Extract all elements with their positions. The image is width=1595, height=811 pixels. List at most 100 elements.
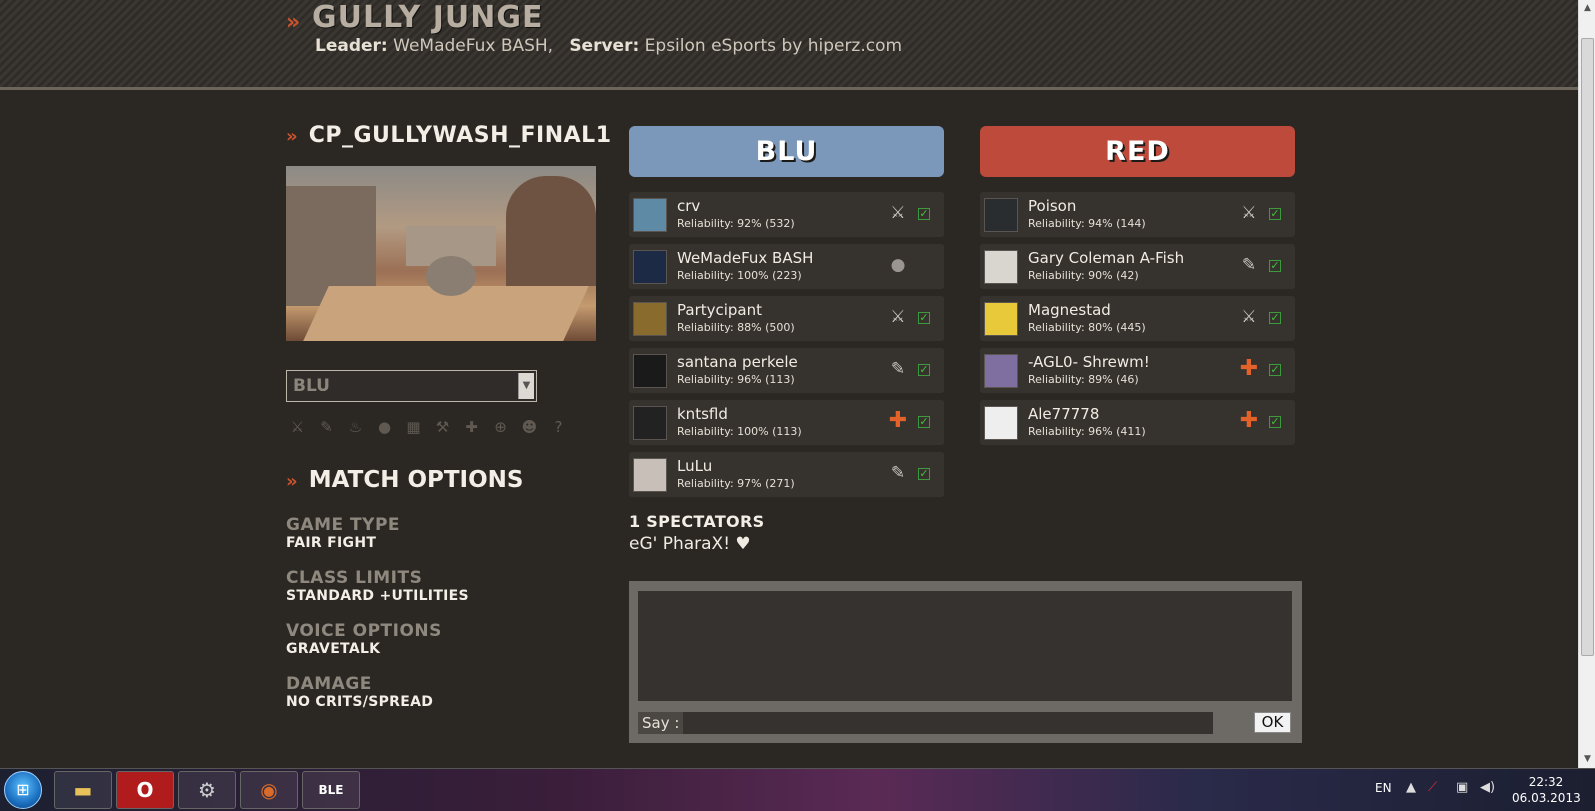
language-indicator[interactable]: EN (1375, 781, 1392, 795)
class-icon-row: ⚔ ✎ ♨ ● ▦ ⚒ ✚ ⊕ ☻ ? (288, 418, 568, 437)
chat-input[interactable] (683, 712, 1213, 734)
map-heading: » CP_GULLYWASH_FINAL1 (286, 123, 612, 148)
match-options-heading: » MATCH OPTIONS (286, 467, 523, 493)
avatar (984, 302, 1018, 336)
scroll-up-icon[interactable]: ▲ (1584, 3, 1591, 13)
option-value: GRAVETALK (286, 641, 381, 657)
demoman-icon: ● (890, 255, 906, 275)
player-row[interactable]: Partycipant Reliability: 88% (500) ⚔ ✓ (629, 296, 944, 341)
player-name[interactable]: santana perkele (677, 353, 798, 371)
windows-explorer-icon[interactable]: ▬ (54, 771, 112, 809)
player-row[interactable]: -AGL0- Shrewm! Reliability: 89% (46) ✚ ✓ (980, 348, 1295, 393)
option-label: DAMAGE (286, 674, 372, 694)
blu-team-button[interactable]: BLU (629, 126, 944, 177)
scrollbar-thumb[interactable] (1581, 38, 1594, 656)
chat-panel: Say : OK (629, 581, 1302, 743)
scout-icon: ⚔ (890, 203, 906, 223)
demoman-icon[interactable]: ● (377, 418, 392, 436)
player-name[interactable]: Ale77778 (1028, 405, 1100, 423)
scroll-down-icon[interactable]: ▼ (1584, 754, 1591, 764)
player-name[interactable]: WeMadeFux BASH (677, 249, 814, 267)
player-name[interactable]: LuLu (677, 457, 713, 475)
opera-icon[interactable]: O (116, 771, 174, 809)
player-reliability: Reliability: 96% (411) (1028, 425, 1146, 438)
spectator-name[interactable]: eG' PharaX! ♥ (629, 534, 751, 554)
team-select-value: BLU (293, 376, 330, 396)
player-name[interactable]: kntsfld (677, 405, 728, 423)
ble-icon[interactable]: BLE (302, 771, 360, 809)
ok-button[interactable]: OK (1254, 712, 1291, 733)
ready-check-icon: ✓ (1269, 207, 1281, 220)
player-name[interactable]: Magnestad (1028, 301, 1111, 319)
system-clock[interactable]: 22:32 06.03.2013 (1512, 774, 1581, 806)
option-class-limits: CLASS LIMITS STANDARD +UTILITIES (286, 568, 469, 604)
avatar (633, 250, 667, 284)
avatar (633, 302, 667, 336)
tray-app-icon[interactable]: ⟋ (1428, 780, 1438, 795)
chevron-down-icon[interactable]: ▼ (518, 373, 534, 399)
ready-check-icon: ✓ (1269, 415, 1281, 428)
ready-check-icon: ✓ (918, 467, 930, 480)
player-name[interactable]: Partycipant (677, 301, 763, 319)
spectators-heading: 1 SPECTATORS (629, 512, 765, 531)
scout-icon: ⚔ (890, 307, 906, 327)
scout-icon[interactable]: ⚔ (290, 418, 305, 436)
clock-time: 22:32 (1528, 775, 1564, 789)
map-name: CP_GULLYWASH_FINAL1 (308, 123, 612, 148)
player-row[interactable]: Poison Reliability: 94% (144) ⚔ ✓ (980, 192, 1295, 237)
player-row[interactable]: WeMadeFux BASH Reliability: 100% (223) ● (629, 244, 944, 289)
medic-icon[interactable]: ✚ (465, 418, 478, 436)
team-select-dropdown[interactable]: BLU ▼ (286, 370, 537, 402)
soldier-icon: ✎ (890, 463, 906, 483)
player-row[interactable]: Ale77778 Reliability: 96% (411) ✚ ✓ (980, 400, 1295, 445)
player-name[interactable]: Poison (1028, 197, 1077, 215)
player-row[interactable]: LuLu Reliability: 97% (271) ✎ ✓ (629, 452, 944, 497)
soldier-icon[interactable]: ✎ (320, 418, 333, 436)
player-row[interactable]: santana perkele Reliability: 96% (113) ✎… (629, 348, 944, 393)
medic-icon: ✚ (1239, 408, 1259, 433)
avatar (633, 198, 667, 232)
leader-name[interactable]: WeMadeFux BASH, (393, 36, 554, 56)
heavy-icon[interactable]: ▦ (406, 418, 421, 436)
tray-expand-icon[interactable]: ▲ (1406, 780, 1416, 795)
player-reliability: Reliability: 94% (144) (1028, 217, 1146, 230)
chat-log[interactable] (638, 591, 1292, 701)
option-value: NO CRITS/SPREAD (286, 694, 434, 710)
player-name[interactable]: Gary Coleman A-Fish (1028, 249, 1185, 267)
engineer-icon[interactable]: ⚒ (435, 418, 450, 436)
player-reliability: Reliability: 97% (271) (677, 477, 795, 490)
medic-icon: ✚ (888, 408, 908, 433)
player-row[interactable]: crv Reliability: 92% (532) ⚔ ✓ (629, 192, 944, 237)
lobby-header: » GULLY JUNGE Leader: WeMadeFux BASH, Se… (0, 0, 1578, 90)
sniper-icon[interactable]: ⊕ (494, 418, 507, 436)
team-fortress-2-icon[interactable]: ◉ (240, 771, 298, 809)
ready-check-icon: ✓ (1269, 311, 1281, 324)
player-row[interactable]: Magnestad Reliability: 80% (445) ⚔ ✓ (980, 296, 1295, 341)
player-row[interactable]: kntsfld Reliability: 100% (113) ✚ ✓ (629, 400, 944, 445)
scout-icon: ⚔ (1241, 307, 1257, 327)
option-label: GAME TYPE (286, 515, 401, 535)
player-name[interactable]: -AGL0- Shrewm! (1028, 353, 1150, 371)
ready-check-icon: ✓ (918, 311, 930, 324)
map-preview-image (286, 166, 596, 341)
avatar (984, 354, 1018, 388)
pyro-icon[interactable]: ♨ (348, 418, 363, 436)
steam-icon[interactable]: ⚙ (178, 771, 236, 809)
network-icon[interactable]: ▣ (1456, 780, 1469, 795)
avatar (984, 406, 1018, 440)
start-button[interactable]: ⊞ (4, 771, 42, 809)
player-reliability: Reliability: 100% (223) (677, 269, 802, 282)
spy-icon[interactable]: ☻ (521, 418, 538, 436)
player-row[interactable]: Gary Coleman A-Fish Reliability: 90% (42… (980, 244, 1295, 289)
red-team-button[interactable]: RED (980, 126, 1295, 177)
volume-icon[interactable]: ◀) (1480, 780, 1496, 795)
random-icon[interactable]: ? (554, 418, 563, 436)
header-arrows-icon: » (286, 10, 301, 35)
clock-date: 06.03.2013 (1512, 791, 1581, 805)
lobby-info: Leader: WeMadeFux BASH, Server: Epsilon … (315, 36, 902, 56)
avatar (633, 406, 667, 440)
windows-taskbar: ⊞ ▬ O ⚙ ◉ BLE EN ▲ ⟋ ▣ ◀) 22:32 06.03.20… (0, 768, 1595, 811)
page-scrollbar[interactable]: ▲ ▼ (1578, 0, 1595, 768)
player-name[interactable]: crv (677, 197, 701, 215)
